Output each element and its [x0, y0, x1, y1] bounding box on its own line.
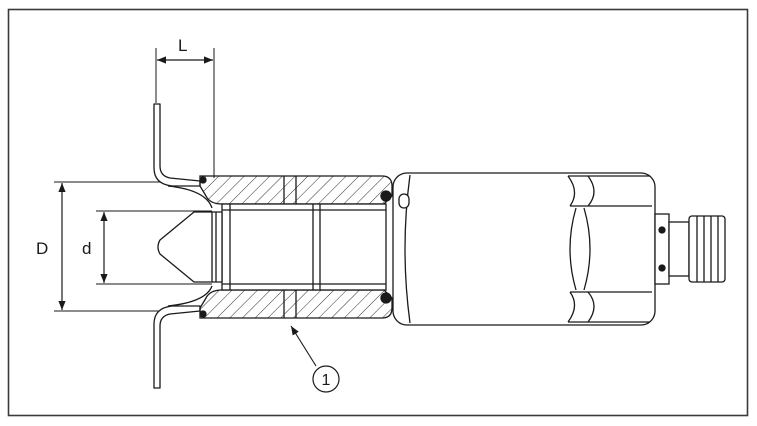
connector	[654, 213, 726, 285]
hex-flat-bottom	[567, 291, 652, 323]
label-outer-diameter: D	[36, 239, 48, 258]
seal-ring-upper	[380, 190, 392, 202]
sensor-tip	[157, 211, 223, 283]
hex-flat-middle	[569, 207, 591, 291]
connector-pin-lower	[658, 264, 666, 272]
callout-number: 1	[322, 372, 331, 389]
housing-left-curve	[404, 174, 411, 324]
connector-body	[668, 221, 690, 277]
sensor-housing	[392, 172, 656, 326]
dimension-inner-diameter: d	[82, 210, 212, 285]
callout-1: 1	[290, 325, 340, 393]
tank-wall-bore-lower	[167, 285, 213, 307]
label-inner-diameter: d	[82, 239, 91, 258]
connector-collar	[654, 213, 670, 285]
seal-ring-lower	[380, 292, 392, 304]
connector-plug	[688, 215, 726, 283]
dimension-l: L	[155, 36, 215, 178]
label-l: L	[178, 36, 187, 55]
dimension-outer-diameter: D	[36, 181, 168, 312]
housing-slot	[398, 193, 410, 209]
tank-wall-bore-upper	[167, 185, 213, 209]
connector-pin-upper	[658, 226, 666, 234]
weld-lower	[199, 310, 207, 318]
callout-circle	[312, 365, 340, 393]
drawing-frame	[7, 8, 749, 417]
tank-wall-lower	[153, 305, 201, 389]
tank-wall-upper	[153, 103, 201, 187]
thread-body	[221, 203, 387, 291]
hex-flat-top	[567, 175, 652, 207]
sensor-thread	[221, 203, 387, 291]
weld-upper	[199, 176, 207, 184]
welding-adapter	[199, 175, 393, 319]
tip-cone	[157, 211, 223, 283]
housing-body	[392, 172, 656, 326]
callout-leader	[290, 325, 317, 367]
